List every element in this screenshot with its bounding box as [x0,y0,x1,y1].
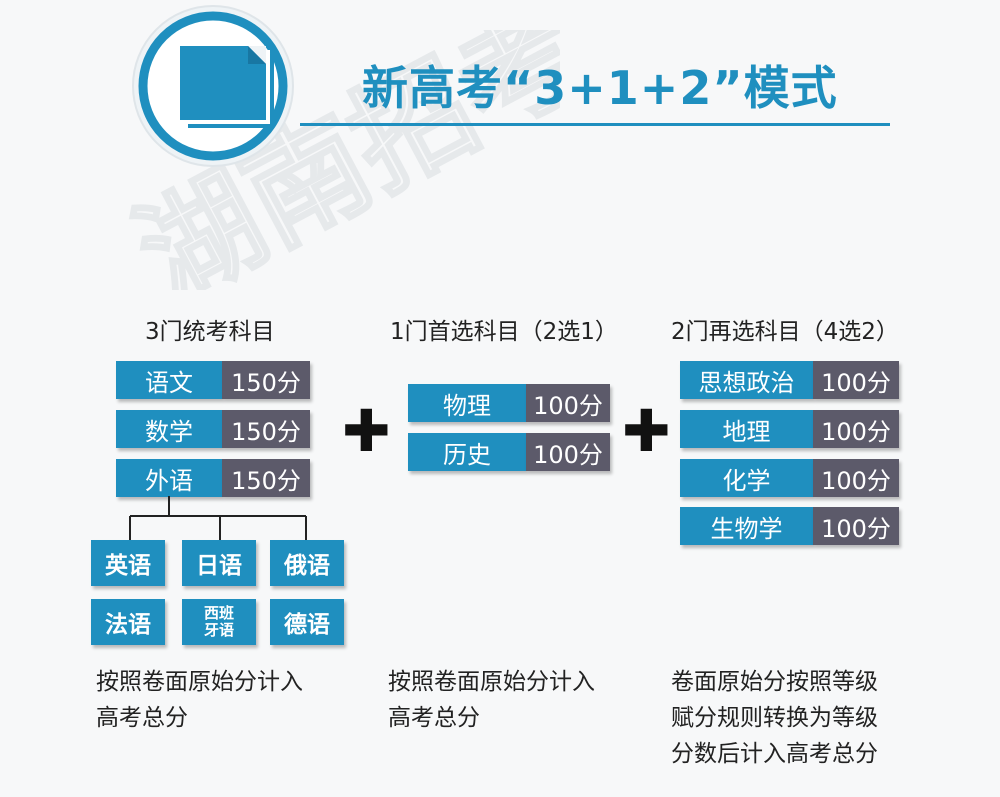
language-spanish-line1: 西班 [203,604,234,622]
subject-name: 化学 [680,459,813,497]
plus-icon: ✚ [342,397,391,465]
subject-row-biology: 生物学 100分 [680,507,899,545]
subject-name: 生物学 [680,507,813,545]
subject-name: 外语 [116,459,222,497]
document-logo-icon [132,5,294,167]
subject-score: 100分 [813,507,899,545]
note-line: 高考总分 [96,705,188,731]
note-line: 卷面原始分按照等级 [671,669,878,695]
note-line: 按照卷面原始分计入 [96,669,303,695]
language-russian: 俄语 [270,540,344,586]
subject-row-chinese: 语文 150分 [116,361,310,399]
language-spanish: 西班 牙语 [182,599,256,645]
subject-score: 100分 [813,459,899,497]
subject-name: 历史 [408,433,526,471]
subject-score: 100分 [813,361,899,399]
language-french: 法语 [91,599,165,645]
compulsory-note: 按照卷面原始分计入 高考总分 [96,664,303,736]
language-japanese: 日语 [182,540,256,586]
subject-score: 150分 [222,459,310,497]
subject-score: 150分 [222,361,310,399]
language-tree-connector [129,496,307,540]
subject-name: 思想政治 [680,361,813,399]
subject-row-foreign-language: 外语 150分 [116,459,310,497]
note-line: 按照卷面原始分计入 [388,669,595,695]
subject-row-politics: 思想政治 100分 [680,361,899,399]
second-choice-heading: 2门再选科目（4选2） [671,319,899,345]
subject-score: 150分 [222,410,310,448]
subject-score: 100分 [526,433,610,471]
subject-row-geography: 地理 100分 [680,410,899,448]
second-choice-note: 卷面原始分按照等级 赋分规则转换为等级 分数后计入高考总分 [671,664,878,772]
first-choice-heading: 1门首选科目（2选1） [390,319,618,345]
title-underline [300,123,890,126]
note-line: 高考总分 [388,705,480,731]
subject-row-physics: 物理 100分 [408,384,610,422]
plus-icon: ✚ [622,397,671,465]
subject-name: 地理 [680,410,813,448]
subject-score: 100分 [813,410,899,448]
language-english: 英语 [91,540,165,586]
compulsory-heading: 3门统考科目 [145,319,275,345]
language-german: 德语 [270,599,344,645]
page-title: 新高考“3+1+2”模式 [362,61,838,115]
subject-name: 物理 [408,384,526,422]
subject-score: 100分 [526,384,610,422]
note-line: 分数后计入高考总分 [671,741,878,767]
language-spanish-line2: 牙语 [203,621,234,639]
subject-row-math: 数学 150分 [116,410,310,448]
note-line: 赋分规则转换为等级 [671,705,878,731]
subject-name: 数学 [116,410,222,448]
subject-row-chemistry: 化学 100分 [680,459,899,497]
subject-row-history: 历史 100分 [408,433,610,471]
first-choice-note: 按照卷面原始分计入 高考总分 [388,664,595,736]
subject-name: 语文 [116,361,222,399]
